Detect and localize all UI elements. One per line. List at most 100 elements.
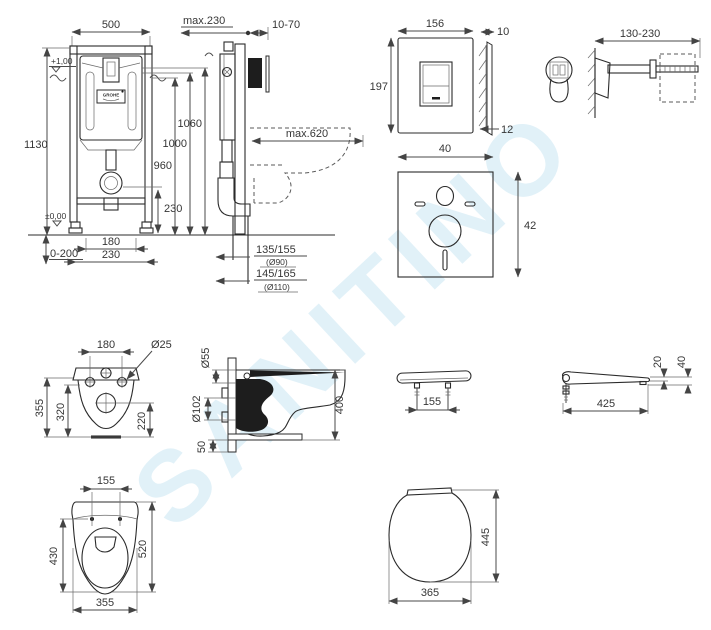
frame-left-post bbox=[69, 45, 78, 223]
dim-seat-hinge-spacing: 155 bbox=[423, 396, 441, 408]
frame-right-post bbox=[144, 45, 153, 223]
flush-plate-front-view: 156 197 bbox=[370, 18, 474, 134]
dim-seat-rear-thickness: 20 bbox=[652, 356, 664, 368]
seat-top-view: 445 365 bbox=[388, 487, 500, 605]
flush-plate bbox=[397, 37, 474, 134]
dim-bowl-drain-height: 220 bbox=[136, 412, 148, 430]
break-symbol bbox=[49, 74, 67, 82]
dim-bowl-depth: 400 bbox=[334, 396, 346, 414]
seat-hinge bbox=[561, 373, 571, 383]
base-plate bbox=[227, 433, 303, 441]
seat-profile-front bbox=[396, 370, 472, 384]
dim-outlet-a: 135/155 bbox=[256, 244, 296, 256]
dim-bowl-rim-height: 320 bbox=[55, 403, 67, 421]
drain-cutout bbox=[428, 214, 462, 248]
bowl-inner-rim bbox=[81, 527, 129, 589]
fixture-outline-dashed bbox=[659, 53, 696, 103]
dim-plate-thickness: 10 bbox=[497, 26, 509, 38]
seat-side-view: 425 20 40 bbox=[561, 356, 692, 415]
dim-outlet-b-dia: (Ø110) bbox=[264, 282, 290, 292]
dim-seat-top-length: 445 bbox=[480, 528, 492, 546]
bowl-profile bbox=[236, 369, 346, 437]
keyhole-washer bbox=[545, 56, 573, 103]
flush-plate-side-view: 10 12 bbox=[478, 26, 513, 136]
dim-frame-height: 1130 bbox=[24, 139, 48, 151]
frame-side-view: max.230 10-70 bbox=[142, 15, 364, 293]
seat-hinge-bolts bbox=[413, 382, 452, 410]
seat-front-view: 155 bbox=[396, 370, 472, 414]
dim-seat-top-width: 365 bbox=[421, 587, 439, 599]
threaded-rod bbox=[607, 59, 699, 79]
frame-cross-bar bbox=[76, 197, 146, 205]
wall-hatch bbox=[478, 45, 487, 132]
dim-outlet-b: 145/165 bbox=[256, 268, 296, 280]
bolt-holes bbox=[84, 367, 128, 388]
dim-top-bolt-spacing: 155 bbox=[97, 475, 115, 487]
insulation-mat bbox=[397, 171, 494, 278]
bowl-rear-view: 180 Ø25 355 320 220 bbox=[34, 339, 172, 439]
flush-ledge bbox=[94, 536, 117, 553]
frame-top-bar bbox=[69, 45, 153, 55]
bowl-body bbox=[77, 379, 135, 430]
wall-bracket-set: 130-230 bbox=[545, 28, 701, 118]
dim-bowl-width: 355 bbox=[96, 597, 114, 609]
frame-foot-left bbox=[68, 227, 83, 234]
flush-actuator-block bbox=[248, 58, 262, 88]
dim-bowl-bolt-spacing: 180 bbox=[97, 339, 115, 351]
dim-h-inner: 960 bbox=[154, 160, 172, 172]
trap-section-fill bbox=[236, 379, 274, 432]
dim-bowl-height: 355 bbox=[34, 399, 46, 417]
cistern: GROHE bbox=[79, 55, 143, 151]
dim-wall-distance: max.230 bbox=[183, 15, 225, 27]
bolt-holes-top bbox=[90, 512, 122, 526]
flush-pipe bbox=[105, 149, 117, 171]
dim-inner-length: 430 bbox=[48, 547, 60, 565]
seat-bumper bbox=[639, 380, 647, 386]
torx-symbol bbox=[221, 66, 233, 78]
dim-base-offset: 50 bbox=[196, 441, 208, 453]
drain-pipes-side bbox=[217, 139, 251, 284]
dim-feet-range: 0-200 bbox=[50, 248, 78, 260]
dim-h-outer: 1060 bbox=[178, 118, 202, 130]
wall-panel bbox=[265, 55, 270, 93]
wall-hatch bbox=[587, 49, 596, 115]
dim-drain-height: 230 bbox=[164, 203, 182, 215]
brand-logo: GROHE bbox=[103, 93, 120, 98]
dim-frame-width: 500 bbox=[102, 19, 120, 31]
bracket-plate bbox=[594, 57, 611, 99]
hinge-hole bbox=[243, 372, 251, 380]
level-mark bbox=[50, 66, 62, 73]
level-floor-label: ±0,00 bbox=[45, 211, 66, 221]
dim-bolt-dia: Ø25 bbox=[151, 339, 172, 351]
frame-rail bbox=[234, 43, 246, 235]
dim-outlet-a-dia: (Ø90) bbox=[266, 257, 288, 267]
dim-bracket-range: 130-230 bbox=[620, 28, 660, 40]
dim-plate-depth: 12 bbox=[501, 124, 513, 136]
flush-button bbox=[419, 61, 453, 107]
dim-mat-height: 42 bbox=[524, 220, 536, 232]
dim-drain-offset: 230 bbox=[102, 249, 120, 261]
toilet-outline-dashed bbox=[250, 127, 351, 204]
dim-inlet-dia: Ø55 bbox=[200, 348, 212, 369]
drain-elbow bbox=[99, 171, 123, 211]
insulation-mat-view: 40 42 bbox=[397, 143, 536, 278]
level-top-label: +1,00 bbox=[51, 56, 73, 66]
cistern-side bbox=[219, 53, 236, 141]
dim-bowl-length: 520 bbox=[137, 540, 149, 558]
bowl-rim bbox=[72, 367, 140, 381]
dim-plate-width: 156 bbox=[426, 18, 444, 30]
dim-h-mid: 1000 bbox=[163, 138, 187, 150]
rim-section-fill bbox=[250, 370, 345, 377]
bowl-side-section: Ø55 Ø102 400 50 bbox=[191, 348, 346, 454]
frame-front-view: 500 GROHE bbox=[24, 19, 335, 266]
dim-seat-total-thickness: 40 bbox=[676, 356, 688, 368]
dim-bowl-reach: max.620 bbox=[286, 128, 328, 140]
dim-mat-width: 40 bbox=[439, 143, 451, 155]
dim-seat-length: 425 bbox=[597, 398, 615, 410]
bowl-top-view: 155 430 520 355 bbox=[48, 475, 156, 614]
bowl-outline-top bbox=[71, 501, 139, 595]
seat-profile-side bbox=[562, 371, 651, 385]
dim-bolt-spacing: 180 bbox=[102, 236, 120, 248]
